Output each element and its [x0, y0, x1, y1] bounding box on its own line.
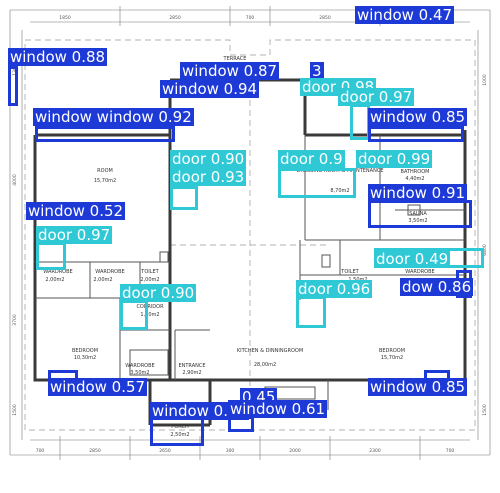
dim-top: 700: [246, 15, 255, 21]
room-area: 2,00m2: [140, 277, 159, 283]
room-name: TOILET: [340, 269, 359, 275]
door-detection-label: door 0.97: [338, 88, 415, 106]
room-name: CORRIDOR: [136, 304, 164, 310]
dimension-texts-right: 1000 6800 1500: [482, 74, 488, 416]
room-area: 2,90m2: [182, 370, 201, 376]
window-detection-label: window window 0.92: [33, 108, 194, 126]
door-detection-label: door 0.99: [356, 150, 433, 168]
window-detection-box: [368, 126, 464, 142]
dim-bottom: 2850: [89, 448, 101, 454]
room-name: BEDROOM: [72, 348, 98, 354]
door-detection-box: [120, 300, 148, 330]
door-detection-label: door 0.93: [170, 168, 247, 186]
door-detection-label: door 0.97: [36, 226, 113, 244]
window-detection-label: window 0.94: [160, 80, 260, 98]
dim-left: 3700: [12, 314, 18, 326]
room-name: ENTRANCE: [178, 363, 205, 369]
window-detection-label: 3: [310, 62, 324, 80]
room-name: DRESSING ROOM & MAINTENANCE: [297, 168, 384, 174]
door-detection-box: [296, 296, 326, 328]
window-detection-box: [8, 66, 18, 106]
dim-bottom: 700: [36, 448, 45, 454]
window-detection-label: window 0.85: [368, 108, 468, 126]
room-area: 10,30m2: [74, 355, 96, 361]
dimension-texts-bottom: 700 2850 2650 300 2000 2300 700: [36, 448, 455, 454]
room-area: 8,70m2: [330, 188, 349, 194]
room-area: 28,00m2: [254, 362, 276, 368]
room-area: 15,70m2: [94, 178, 116, 184]
room-area: 1,80m2: [140, 312, 159, 318]
window-detection-label: window 0.52: [26, 202, 126, 220]
window-detection-box: [228, 416, 254, 432]
dim-bottom: 300: [226, 448, 235, 454]
room-name: TERRACE: [223, 56, 247, 62]
room-area: 2,00m2: [45, 277, 64, 283]
room-area: 2,50m2: [170, 432, 189, 438]
window-detection-label: window 0.85: [368, 378, 468, 396]
room-name: TOILET: [140, 269, 159, 275]
room-area: 3,50m2: [130, 370, 149, 376]
room-name: PORCH: [171, 424, 189, 430]
dimension-texts-left: 1300 4000 3700 1500: [12, 64, 18, 416]
window-detection-label: window 0.61: [228, 400, 328, 418]
door-detection-box: [170, 186, 198, 210]
door-detection-label: door 0.96: [296, 280, 373, 298]
room-area: 15,70m2: [381, 355, 403, 361]
window-detection-label: window 0.74: [150, 402, 250, 420]
dim-bottom: 2000: [289, 448, 301, 454]
window-detection-label: window 0.57: [48, 378, 148, 396]
dim-bottom: 700: [446, 448, 455, 454]
dim-left: 4000: [12, 174, 18, 186]
door-detection-label: door 0.9: [278, 150, 345, 168]
room-name: BEDROOM: [379, 348, 405, 354]
dim-right: 6800: [482, 244, 488, 256]
room-area: 4,40m2: [405, 176, 424, 182]
window-detection-label: dow 0.86: [400, 278, 474, 296]
room-area: 3,50m2: [408, 218, 427, 224]
dim-right: 1000: [482, 74, 488, 86]
room-name: ROOM: [97, 168, 113, 174]
dim-bottom: 2650: [159, 448, 171, 454]
door-detection-label: door 0.90: [170, 150, 247, 168]
door-detection-box: [350, 104, 370, 140]
room-name: KITCHEN & DINNINGROOM: [237, 348, 303, 354]
window-detection-label: window 0.88: [8, 48, 108, 66]
room-name: BATHROOM: [401, 169, 430, 175]
window-detection-label: window 0.47: [355, 6, 455, 24]
dim-bottom: 2300: [369, 448, 381, 454]
window-detection-box: [35, 126, 175, 142]
window-detection-box: [368, 200, 472, 228]
door-detection-label: door 0.90: [120, 284, 197, 302]
dim-left: 1500: [12, 404, 18, 416]
dim-top: 2850: [319, 15, 331, 21]
door-detection-box: [36, 242, 66, 270]
window-detection-label: window 0.91: [368, 184, 468, 202]
dim-right: 1500: [482, 404, 488, 416]
room-name: WARDROBE: [405, 269, 434, 275]
room-name: WARDROBE: [125, 363, 154, 369]
dim-top: 2850: [169, 15, 181, 21]
door-detection-box: [278, 168, 356, 198]
dim-top: 1850: [59, 15, 71, 21]
window-detection-label: window 0.87: [180, 62, 280, 80]
door-detection-label: door 0.49: [374, 250, 451, 268]
room-name: WARDROBE: [43, 269, 72, 275]
roof-outline: [24, 39, 476, 431]
room-name: SAUNA: [409, 211, 427, 217]
room-name: WARDROBE: [95, 269, 124, 275]
room-area: 2,00m2: [93, 277, 112, 283]
